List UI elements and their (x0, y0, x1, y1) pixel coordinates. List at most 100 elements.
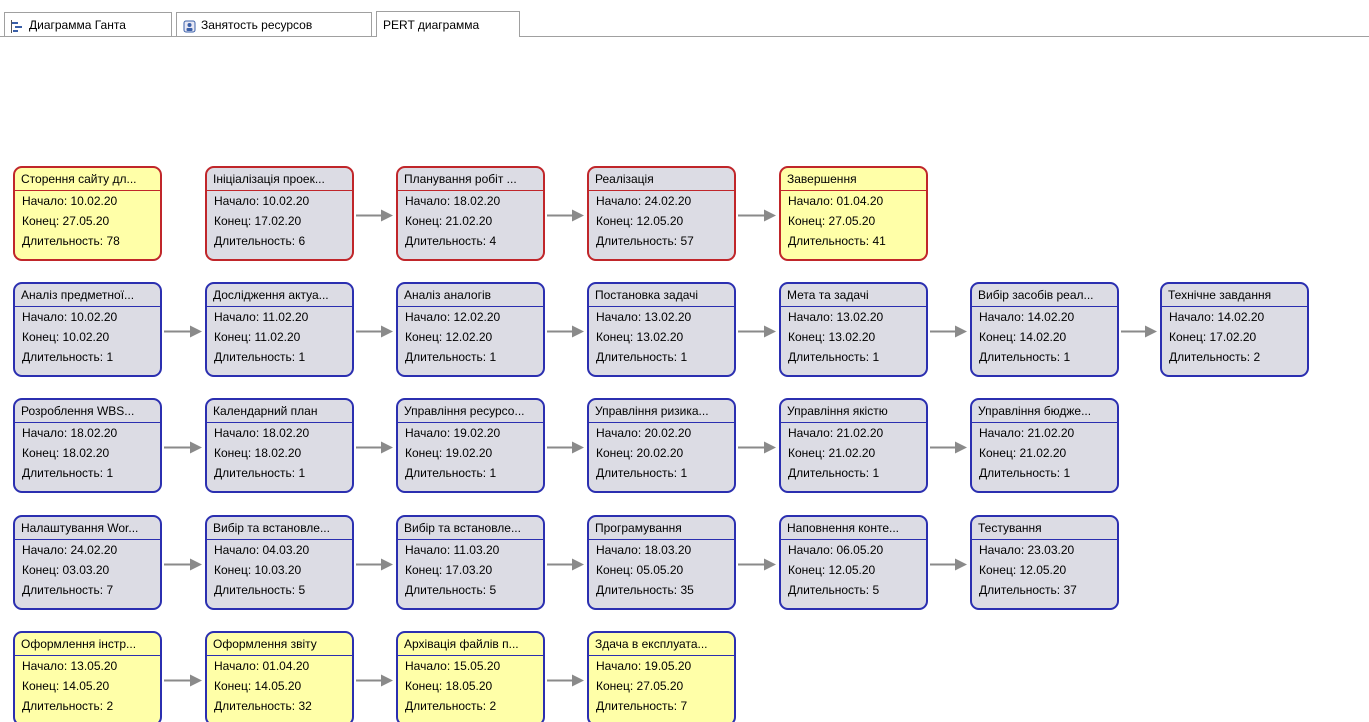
task-end: Конец: 20.02.20 (589, 443, 734, 463)
task-start: Начало: 18.02.20 (398, 191, 543, 211)
task-start: Начало: 18.03.20 (589, 540, 734, 560)
task-start: Начало: 12.02.20 (398, 307, 543, 327)
task-end-value: 12.05.20 (636, 214, 684, 228)
task-end-label: Конец: (214, 446, 255, 460)
task-duration-value: 78 (106, 234, 120, 248)
task-duration: Длительность: 1 (589, 347, 734, 367)
task-end-label: Конец: (22, 563, 63, 577)
task-end-label: Конец: (596, 563, 637, 577)
task-duration: Длительность: 1 (207, 463, 352, 483)
task-end: Конец: 18.05.20 (398, 676, 543, 696)
task-start-label: Начало: (788, 310, 837, 324)
task-end: Конец: 12.05.20 (781, 560, 926, 580)
task-title: Управління ресурсо... (398, 400, 543, 423)
task-start-label: Начало: (405, 194, 454, 208)
task-end-value: 10.03.20 (254, 563, 302, 577)
task-start-value: 18.02.20 (262, 426, 310, 440)
task-duration: Длительность: 32 (207, 696, 352, 716)
task-start-value: 23.03.20 (1027, 543, 1075, 557)
task-start-value: 14.02.20 (1217, 310, 1265, 324)
task-duration-value: 57 (680, 234, 694, 248)
task-end-value: 17.02.20 (1209, 330, 1257, 344)
task-end-label: Конец: (214, 214, 255, 228)
task-title: Архівація файлів п... (398, 633, 543, 656)
task-start-label: Начало: (979, 543, 1028, 557)
task-duration: Длительность: 37 (972, 580, 1117, 600)
task-end: Конец: 13.02.20 (589, 327, 734, 347)
task-duration-value: 4 (489, 234, 497, 248)
task-end-value: 19.02.20 (445, 446, 493, 460)
task-duration-value: 6 (298, 234, 306, 248)
tab-resource-usage[interactable]: Занятость ресурсов (176, 12, 372, 36)
task-title: Планування робіт ... (398, 168, 543, 191)
task-start-label: Начало: (788, 426, 837, 440)
task-duration-label: Длительность: (405, 350, 490, 364)
task-duration-value: 1 (298, 466, 306, 480)
task-duration: Длительность: 78 (15, 231, 160, 251)
task-end-value: 14.05.20 (254, 679, 302, 693)
task-title: Аналіз предметної... (15, 284, 160, 307)
task-end: Конец: 12.05.20 (589, 211, 734, 231)
task-duration-label: Длительность: (214, 350, 299, 364)
task-end-label: Конец: (22, 330, 63, 344)
task-duration-value: 2 (106, 699, 114, 713)
tab-label: Занятость ресурсов (201, 17, 313, 32)
task-duration-value: 1 (872, 466, 880, 480)
task-title: Вибір засобів реал... (972, 284, 1117, 307)
task-start: Начало: 18.02.20 (207, 423, 352, 443)
task-end: Конец: 21.02.20 (398, 211, 543, 231)
tab-pert-chart[interactable]: PERT диаграмма (376, 11, 520, 37)
task-end-value: 27.05.20 (828, 214, 876, 228)
task-end: Конец: 11.02.20 (207, 327, 352, 347)
task-duration: Длительность: 7 (15, 580, 160, 600)
view-tab-strip: Диаграмма Ганта Занятость ресурсов PERT … (0, 0, 1369, 42)
task-duration-value: 1 (106, 466, 114, 480)
task-duration-value: 1 (489, 466, 497, 480)
task-start: Начало: 20.02.20 (589, 423, 734, 443)
task-end-label: Конец: (1169, 330, 1210, 344)
task-start: Начало: 24.02.20 (15, 540, 160, 560)
task-duration: Длительность: 57 (589, 231, 734, 251)
task-duration: Длительность: 5 (398, 580, 543, 600)
task-title: Налаштування Wor... (15, 517, 160, 540)
task-end-label: Конец: (214, 330, 255, 344)
task-end-label: Конец: (788, 563, 829, 577)
task-end: Конец: 17.03.20 (398, 560, 543, 580)
task-duration: Длительность: 1 (207, 347, 352, 367)
task-end: Конец: 17.02.20 (1162, 327, 1307, 347)
task-end-label: Конец: (596, 446, 637, 460)
task-end-value: 14.02.20 (1019, 330, 1067, 344)
task-duration-label: Длительность: (596, 583, 681, 597)
task-start: Начало: 13.05.20 (15, 656, 160, 676)
task-duration: Длительность: 6 (207, 231, 352, 251)
tab-gantt-chart[interactable]: Диаграмма Ганта (4, 12, 172, 36)
